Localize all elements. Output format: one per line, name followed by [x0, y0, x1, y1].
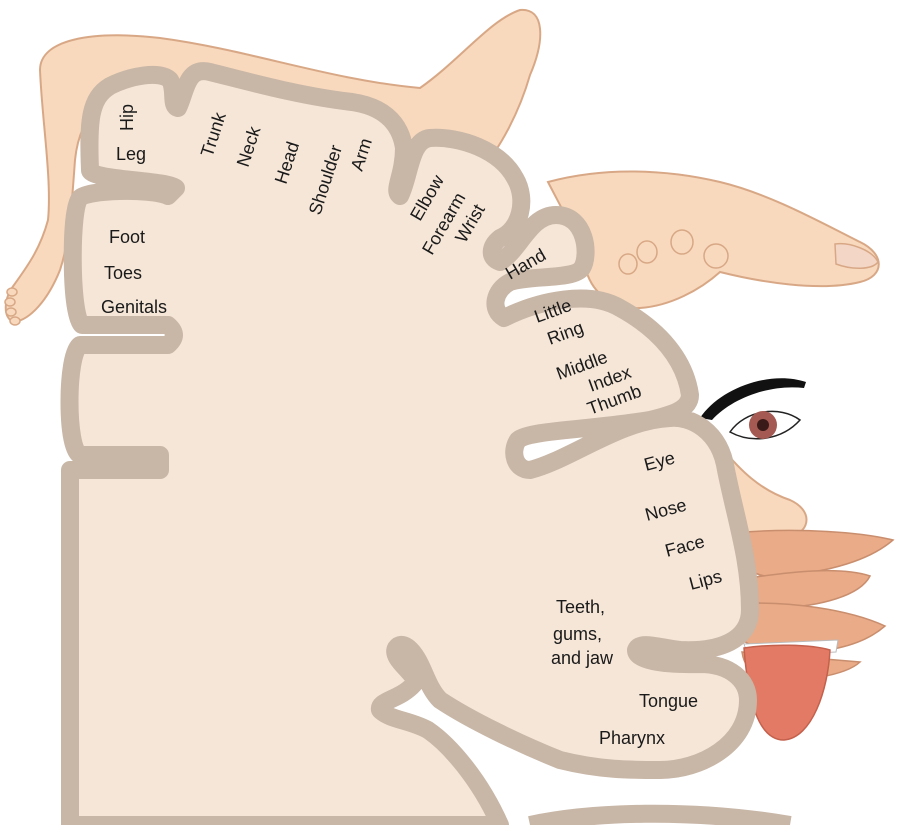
eye-illustration: [728, 410, 802, 440]
tongue-illustration: [743, 644, 831, 741]
body-illustrations: [4, 8, 895, 741]
label-foot: Foot: [109, 227, 145, 247]
hand-illustration: [546, 170, 880, 310]
label-genitals: Genitals: [101, 297, 167, 317]
label-tongue: Tongue: [639, 691, 698, 711]
lower-cortex-arc: [528, 804, 792, 825]
label-toes: Toes: [104, 263, 142, 283]
cortex-outline: [60, 62, 759, 825]
label-hip: Hip: [117, 104, 137, 131]
label-pharynx: Pharynx: [599, 728, 665, 748]
fingers-illustration: [618, 229, 879, 275]
label-teeth-line-1: Teeth,: [556, 597, 605, 617]
toes-illustration: [4, 287, 21, 326]
label-teeth-line-2: gums,: [553, 624, 602, 644]
eyebrow-illustration: [700, 378, 806, 420]
label-leg: Leg: [116, 144, 146, 164]
label-teeth-line-3: and jaw: [551, 648, 614, 668]
